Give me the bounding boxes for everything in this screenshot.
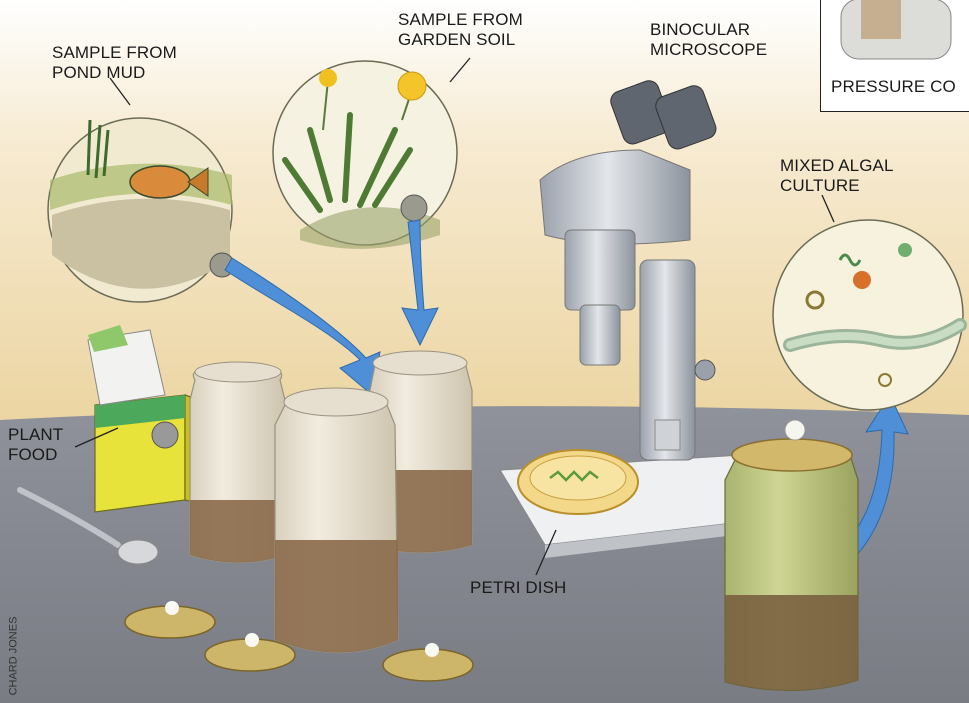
algae-jar (725, 420, 858, 691)
label-pressure-cooker: PRESSURE CO (831, 77, 956, 97)
dandelion-icon (319, 69, 337, 87)
label-plant-food-line2: FOOD (8, 445, 63, 465)
label-algal-culture-line2: CULTURE (780, 176, 894, 196)
algal-culture-circle (773, 220, 963, 410)
label-plant-food: PLANT FOOD (8, 425, 63, 465)
petri-dish-icon (518, 450, 638, 514)
label-garden-soil-line2: GARDEN SOIL (398, 30, 523, 50)
label-microscope-line1: BINOCULAR (650, 20, 767, 40)
pressure-cooker-icon (821, 0, 969, 79)
label-algal-culture-line1: MIXED ALGAL (780, 156, 894, 176)
label-pond-mud: SAMPLE FROM POND MUD (52, 43, 177, 83)
pressure-cooker-inset: PRESSURE CO (820, 0, 969, 112)
label-pond-mud-line2: POND MUD (52, 63, 177, 83)
label-pond-mud-line1: SAMPLE FROM (52, 43, 177, 63)
illustrator-credit: CHARD JONES (7, 617, 19, 696)
jar-back-left (190, 362, 285, 563)
label-petri-dish: PETRI DISH (470, 578, 566, 598)
label-algal-culture: MIXED ALGAL CULTURE (780, 156, 894, 196)
label-garden-soil-line1: SAMPLE FROM (398, 10, 523, 30)
label-plant-food-line1: PLANT (8, 425, 63, 445)
sample-dot-garden (401, 195, 427, 221)
pond-mud-circle (48, 118, 234, 302)
label-microscope-line2: MICROSCOPE (650, 40, 767, 60)
label-microscope: BINOCULAR MICROSCOPE (650, 20, 767, 60)
fish-icon (130, 166, 190, 198)
jar-front-center (275, 388, 398, 653)
label-petri-dish-line1: PETRI DISH (470, 578, 566, 598)
label-garden-soil: SAMPLE FROM GARDEN SOIL (398, 10, 523, 50)
